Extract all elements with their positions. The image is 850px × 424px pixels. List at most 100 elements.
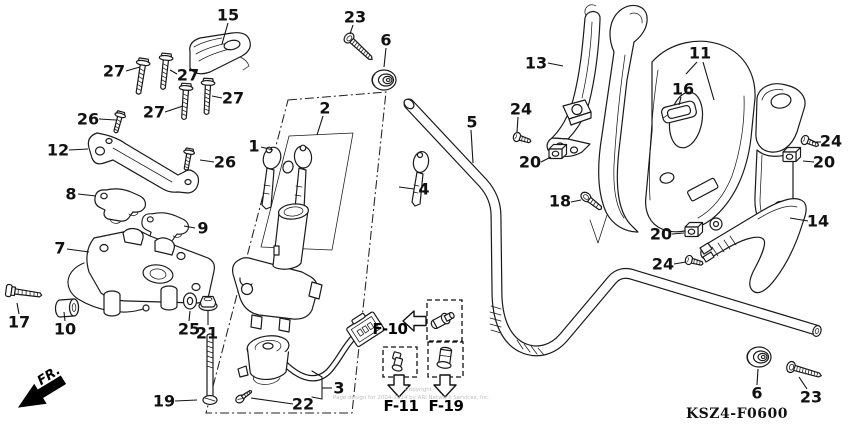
leader-line-27 <box>125 66 141 72</box>
part-callout-6: 6 <box>380 31 391 50</box>
leader-line-18 <box>570 199 582 203</box>
leader-line-9 <box>183 225 196 229</box>
bolt-27 <box>176 82 194 121</box>
part-6-grommet <box>746 346 772 368</box>
ref-f11-box <box>382 346 418 398</box>
clip-nut-20 <box>782 146 802 163</box>
leader-line-27 <box>164 105 184 113</box>
leader-line-20 <box>540 156 552 163</box>
part-callout-16: 16 <box>672 80 694 99</box>
watermark-line2: Page design for 2004-2014 by ARI Network… <box>333 395 490 401</box>
leader-line-13 <box>547 62 564 67</box>
part-callout-20: 20 <box>519 153 541 172</box>
leader-line-20 <box>802 160 815 163</box>
part-callout-9: 9 <box>197 219 208 238</box>
part-callout-11: 11 <box>689 44 711 63</box>
leader-line-16 <box>678 96 682 106</box>
bolt-19 <box>202 333 218 406</box>
part-7-handle-under-bracket <box>67 227 215 317</box>
screw-22 <box>235 389 253 404</box>
part-4-key <box>411 150 430 207</box>
part-callout-12: 12 <box>47 141 69 160</box>
leader-line-8 <box>77 193 97 197</box>
part-5-handlebar-pipe <box>403 98 822 357</box>
leader-line-25 <box>188 310 191 322</box>
screw-24 <box>511 130 533 147</box>
bolt-17 <box>4 283 43 298</box>
part-callout-13: 13 <box>525 54 547 73</box>
leader-line-24 <box>673 261 687 265</box>
screw-23 <box>784 359 824 382</box>
part-callout-25: 25 <box>178 320 200 339</box>
ref-f11-arrow-icon <box>387 374 411 398</box>
leader-line-26 <box>199 159 215 163</box>
part-11-handle-upper-cover <box>598 4 806 234</box>
part-callout-4: 4 <box>418 180 429 199</box>
part-callout-2: 2 <box>319 99 330 118</box>
part-callout-27: 27 <box>222 89 244 108</box>
part-3-ignition-switch-base <box>237 311 385 385</box>
leader-line-26 <box>98 118 117 121</box>
leader-line-12 <box>68 148 89 151</box>
clip-nut-20 <box>684 221 704 238</box>
ref-f19-part <box>436 346 453 369</box>
bolt-18 <box>580 191 608 244</box>
part-13-front-stay <box>546 4 601 158</box>
leader-line-17 <box>16 302 20 315</box>
part-10-rubber-mount <box>54 298 80 318</box>
part-callout-15: 15 <box>217 6 239 25</box>
part-14-handle-lower-cover <box>699 198 807 294</box>
screw-23 <box>341 30 377 65</box>
leader-line-6 <box>756 368 759 386</box>
part-2-key-set <box>261 144 313 213</box>
front-arrow-icon <box>17 375 67 408</box>
part-callout-17: 17 <box>8 313 30 332</box>
part-callout-27: 27 <box>103 62 125 81</box>
part-callout-21: 21 <box>196 324 218 343</box>
part-callout-24: 24 <box>820 132 842 151</box>
leader-line-23 <box>798 376 808 390</box>
leader-line-15 <box>221 22 229 45</box>
part-callout-3: 3 <box>333 379 344 398</box>
part-callout-27: 27 <box>143 103 165 122</box>
part-25-washer <box>182 292 198 310</box>
part-callout-1: 1 <box>248 137 259 156</box>
part-21-nut <box>198 295 218 312</box>
part-6-grommet <box>371 69 397 91</box>
watermark-line1: Copyright <box>405 387 433 393</box>
part-8-handle-clamp <box>94 188 147 224</box>
part-callout-20: 20 <box>650 225 672 244</box>
leader-line-22 <box>250 397 294 405</box>
front-direction-marker: FR. <box>17 363 67 408</box>
part-callout-18: 18 <box>549 192 571 211</box>
leader-line-1 <box>260 146 274 151</box>
ref-f11-part <box>391 351 404 372</box>
leader-line-4 <box>398 186 415 190</box>
leader-line-23 <box>349 24 354 35</box>
leader-line-27 <box>169 69 178 75</box>
part-callout-7: 7 <box>54 239 65 258</box>
part-2-keyset-box <box>260 132 354 251</box>
diagram-code: KSZ4-F0600 <box>686 406 788 422</box>
part-callout-23: 23 <box>344 8 366 27</box>
part-callout-19: 19 <box>153 392 175 411</box>
leader-line-5 <box>470 129 474 164</box>
handlebar-knurl-marks <box>489 305 545 356</box>
clip-nut-20 <box>548 143 568 160</box>
leader-line-19 <box>174 399 198 402</box>
part-callout-10: 10 <box>54 320 76 339</box>
part-16-lid-plate <box>661 100 697 124</box>
bolt-27 <box>155 52 174 91</box>
ref-f10-arrow-icon <box>402 310 427 332</box>
part-callout-20: 20 <box>813 153 835 172</box>
part-15-handle-cover-cap <box>189 32 251 75</box>
ref-f19-arrow-icon <box>433 374 457 398</box>
part-1-kit-outline-box <box>205 91 387 414</box>
ref-label-f19: F-19 <box>429 397 464 415</box>
part-callout-26: 26 <box>214 153 236 172</box>
ref-label-f10: F-10 <box>373 320 408 338</box>
leader-line-11 <box>702 61 715 101</box>
